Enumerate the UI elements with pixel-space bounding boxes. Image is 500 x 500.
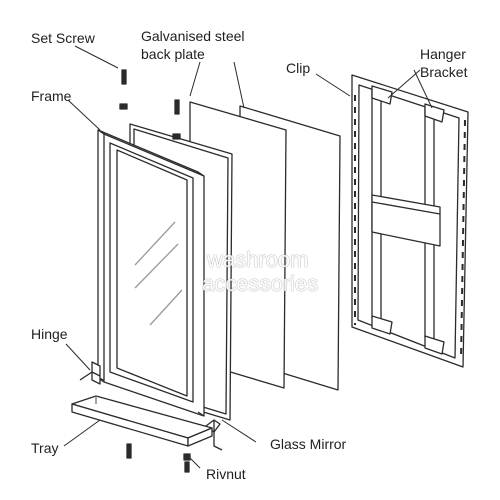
label-back-plate-line2: back plate (141, 46, 205, 62)
watermark-line1: washroom (207, 247, 309, 272)
mirror-frame (97, 129, 205, 417)
leader-lines (63, 45, 433, 469)
label-hinge: Hinge (31, 326, 68, 342)
label-set-screw: Set Screw (31, 30, 95, 46)
label-frame: Frame (31, 88, 72, 104)
label-rivnut: Rivnut (206, 466, 246, 482)
hinges (79, 361, 223, 451)
label-hanger-line1: Hanger (420, 46, 466, 62)
label-clip: Clip (286, 60, 311, 76)
hanger-back-panel (351, 74, 469, 368)
rivnuts (126, 443, 191, 473)
label-tray: Tray (31, 440, 59, 456)
set-screws (119, 69, 181, 140)
label-back-plate-line1: Galvanised steel (141, 28, 245, 44)
tray (71, 395, 213, 447)
watermark-line2: accessories (202, 271, 319, 296)
label-glass-mirror: Glass Mirror (270, 436, 347, 452)
label-hanger-line2: Bracket (420, 64, 468, 80)
